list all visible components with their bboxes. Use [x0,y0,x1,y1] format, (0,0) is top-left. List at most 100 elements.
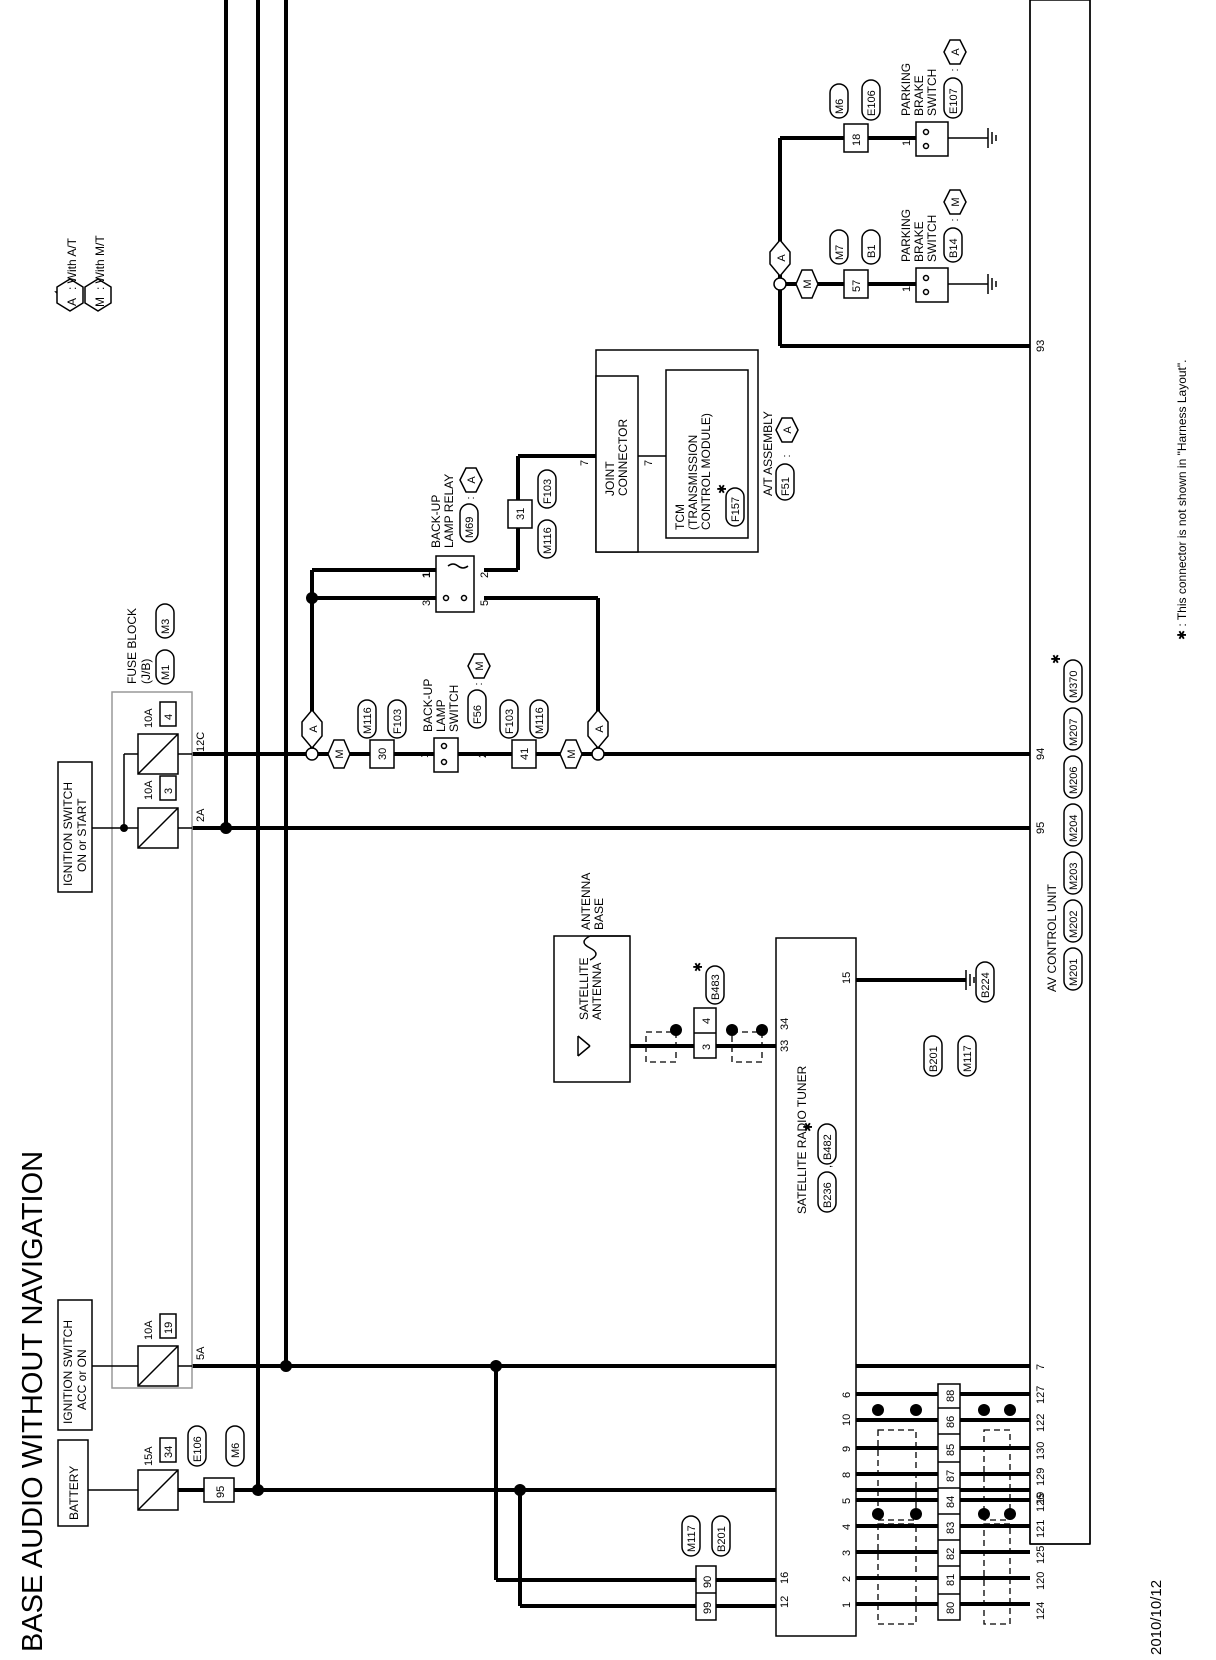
footnote: ✱ : This connector is not shown in "Harn… [1175,360,1189,641]
variant-m-tag-2: M [566,749,578,758]
page-title: BASE AUDIO WITHOUT NAVIGATION [17,1151,49,1652]
pbs-mt-title-3: SWITCH [925,215,939,262]
conn-m7: M7 [834,245,846,260]
tuner-pin12: 12 [779,1596,791,1608]
spk-86: 86 [945,1416,957,1428]
backup-lamp-switch: A M 30 M116 F103 1 2 BACK-UP LAMP SWITCH… [301,653,609,773]
av-spk-120: 120 [1035,1572,1047,1590]
antenna-base-2: BASE [592,898,606,930]
av-star: ✱ [1049,654,1063,664]
conn-e106-b: E106 [866,90,878,116]
at-variant: A [782,426,794,434]
backup-switch-variant: M [474,661,486,670]
av-control-unit: 19 7 95 94 93 124 120 125 121 126 129 13… [1029,0,1091,1620]
conn-e107: E107 [948,88,960,114]
relay-pin3: 3 [421,600,433,606]
tuner-pin5: 5 [841,1498,853,1504]
tuner-pin16: 16 [779,1572,791,1584]
ign-on-line1: IGNITION SWITCH [61,782,75,886]
conn-m3: M3 [160,619,172,634]
av-pin93: 93 [1035,340,1047,352]
conn-f103-a: F103 [392,709,404,734]
tcm-1: TCM [673,504,687,530]
pbs-at-title-3: SWITCH [925,69,939,116]
pbs-at-variant: A [950,48,962,56]
legend-m-text: : With M/T [93,235,107,290]
conn-m116-b: M116 [534,707,546,734]
variant-a-tag-1: A [308,725,320,733]
c18-pin: 18 [851,134,863,146]
tuner-pin8: 8 [841,1472,853,1478]
conn-m117-b: M117 [962,1045,974,1072]
tuner-pin9: 9 [841,1446,853,1452]
antenna-title-1: SATELLITE [577,958,591,1020]
c41-pin: 41 [519,748,531,760]
spk-80: 80 [945,1602,957,1614]
conn-m69: M69 [464,517,476,538]
svg-text::: : [781,454,793,457]
av-spk-125: 125 [1035,1546,1047,1564]
tuner-pin33: 33 [779,1040,791,1052]
relay-title-1: BACK-UP [429,495,443,548]
conn-b1: B1 [866,245,878,258]
variant-m-tag-3: M [802,279,814,288]
tuner-star: ✱ [801,1122,815,1132]
conn-b482: B482 [822,1134,834,1160]
fuse-3-terminal: 2A [195,808,207,822]
ant-star: ✱ [691,962,705,972]
conn-m202: M202 [1068,910,1080,938]
tuner-pin2: 2 [841,1576,853,1582]
backup-switch-title-1: BACK-UP [421,679,435,732]
svg-text::: : [949,218,961,221]
antenna-title-2: ANTENNA [590,963,604,1020]
svg-text::: : [949,68,961,71]
conn-m204: M204 [1068,814,1080,842]
joint-conn-1: JOINT [603,461,617,496]
backup-switch-pin2: 2 [477,752,489,758]
tin-pin90: 90 [702,1576,714,1588]
junction-dots [120,277,1016,1520]
fuse-block-jb: (J/B) [139,659,153,684]
legend-m-symbol: M [93,297,107,307]
battery-fuse: 15A 34 95 E106 M6 [88,1425,245,1511]
fuse-19-no: 19 [163,1322,175,1334]
variant-m-tag-1: M [334,749,346,758]
conn-m6: M6 [230,1443,242,1458]
relay-pin5: 5 [479,600,491,606]
backup-switch-pin1: 1 [419,752,431,758]
relay-pin1: 1 [421,572,433,578]
battery-label: BATTERY [67,1466,81,1520]
conn-b224: B224 [980,972,992,998]
tuner-title: SATELLITE RADIO TUNER [795,1065,809,1214]
ign-acc-line2: ACC or ON [75,1349,89,1410]
spk-84: 84 [945,1496,957,1508]
av-pin94: 94 [1035,748,1047,760]
at-assembly-title: A/T ASSEMBLY [761,411,775,496]
legend-a-symbol: A [65,298,79,306]
tuner-pin10: 10 [841,1414,853,1426]
legend: A : With A/T M : With M/T [54,235,112,312]
legend-a-text: : With A/T [65,237,79,290]
svg-text::: : [465,496,477,499]
pbs-mt-variant: M [950,197,962,206]
conn-m370: M370 [1068,670,1080,698]
tin-pin99: 99 [702,1602,714,1614]
av-pin7: 7 [1035,1364,1047,1370]
conn-f103-b: F103 [504,709,516,734]
conn-m206: M206 [1068,766,1080,794]
c57-pin: 57 [851,280,863,292]
conn-m116-a: M116 [362,707,374,734]
av-title: AV CONTROL UNIT [1045,883,1059,992]
av-spk-130: 130 [1035,1442,1047,1460]
conn-e106: E106 [192,1436,204,1462]
date-stamp: 2010/10/12 [1148,1580,1165,1655]
conn-f56: F56 [472,705,484,724]
tuner-pin1: 1 [841,1602,853,1608]
conn-b483: B483 [710,974,722,1000]
conn-m117-a: M117 [686,1525,698,1552]
ign-on-box: IGNITION SWITCH ON or START [57,761,93,893]
battery-conn-pin: 95 [215,1486,227,1498]
spk-87: 87 [945,1470,957,1482]
spk-85: 85 [945,1444,957,1456]
